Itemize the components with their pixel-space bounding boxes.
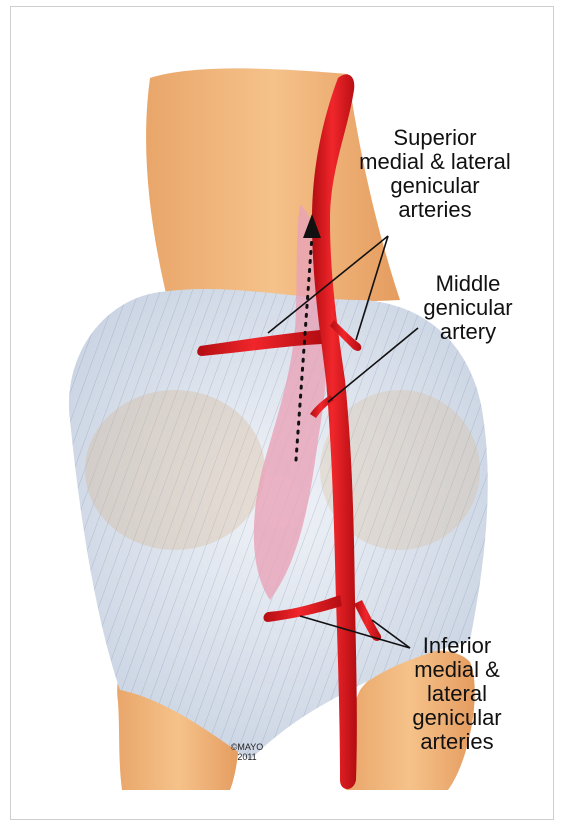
label-middle-genicular-artery: Middle genicular artery xyxy=(408,272,528,344)
medial-condyle xyxy=(85,390,265,550)
label-superior-genicular-arteries: Superior medial & lateral genicular arte… xyxy=(340,126,530,222)
copyright-mark: ©MAYO 2011 xyxy=(222,742,272,762)
label-inferior-genicular-arteries: Inferior medial & lateral genicular arte… xyxy=(397,634,517,754)
